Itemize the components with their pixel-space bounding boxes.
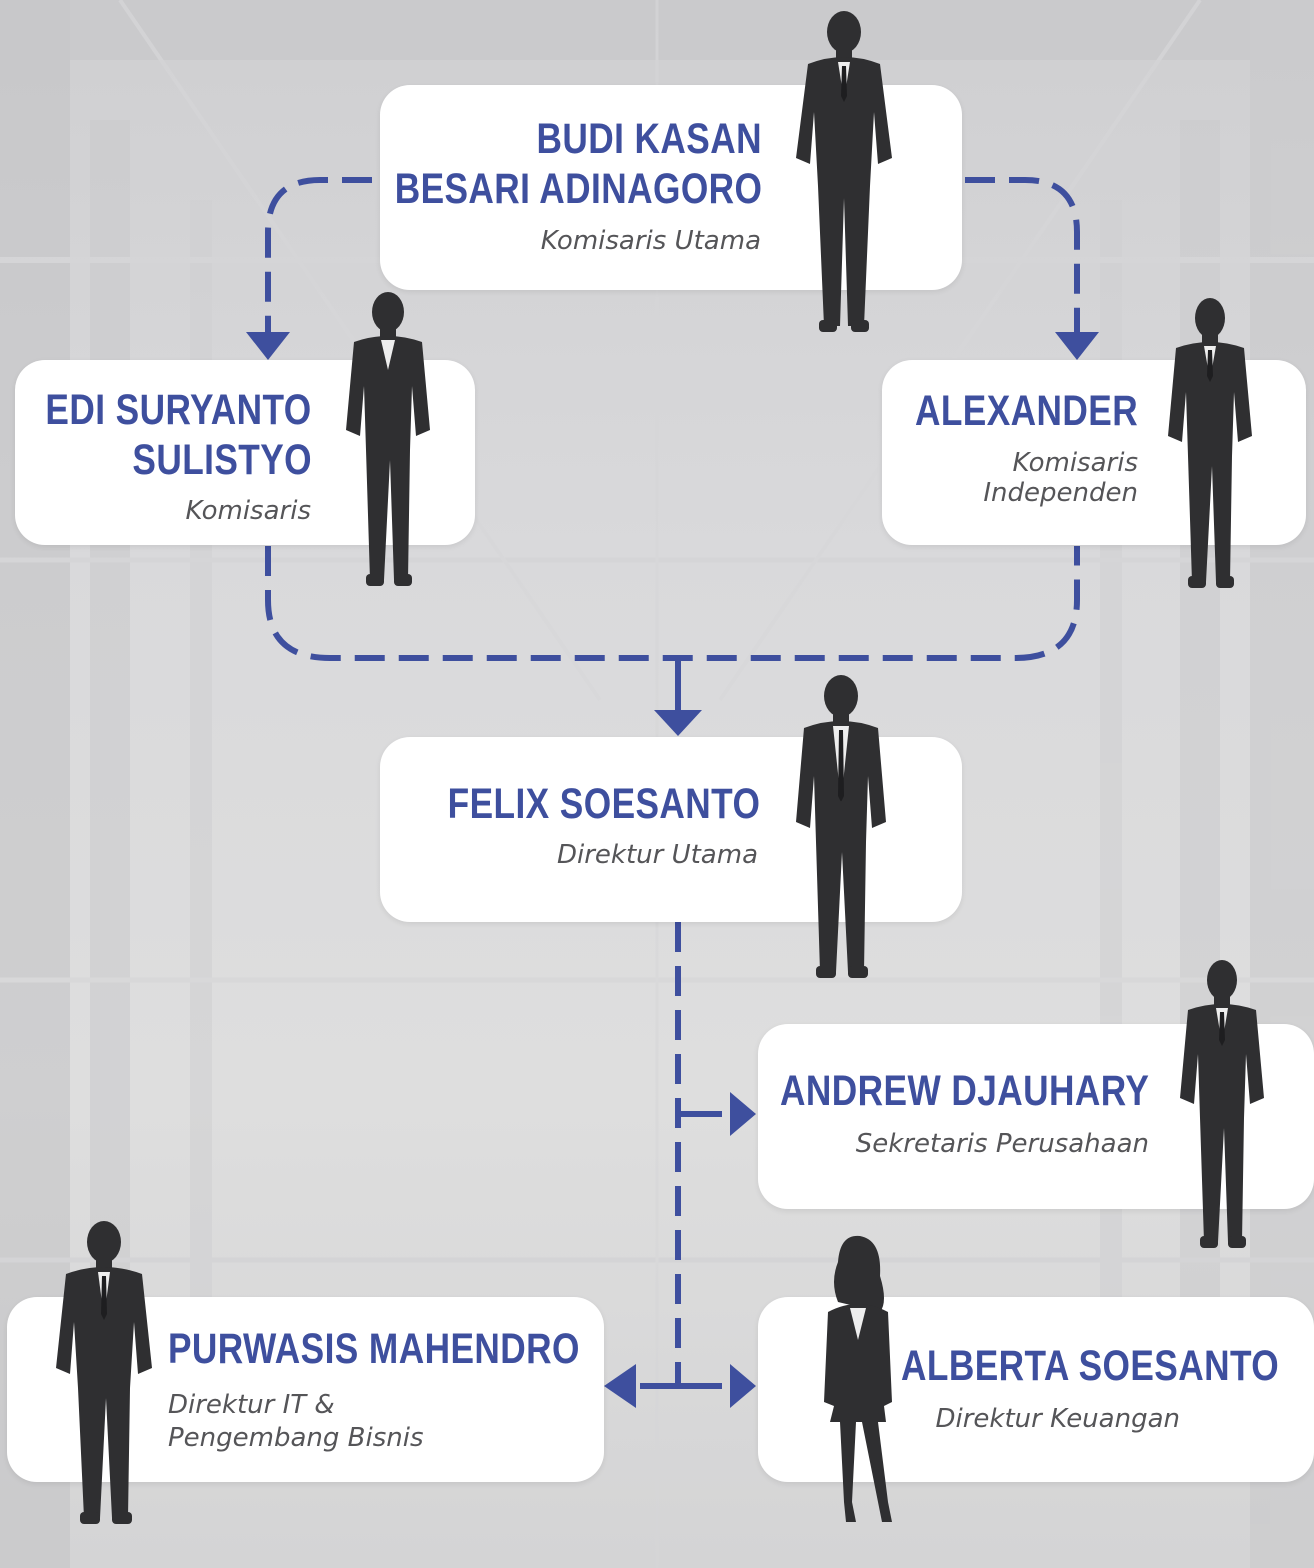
- person-name: SULISTYO: [132, 436, 312, 484]
- arrow-right-icon: [730, 1092, 756, 1136]
- businessman-silhouette-icon: [796, 11, 892, 332]
- person-name: BESARI ADINAGORO: [394, 165, 762, 213]
- person-role: Direktur Utama: [556, 840, 758, 870]
- person-name: FELIX SOESANTO: [447, 780, 760, 828]
- person-name: ANDREW DJAUHARY: [779, 1067, 1149, 1115]
- person-name: PURWASIS MAHENDRO: [168, 1325, 580, 1373]
- arrow-down-icon: [654, 710, 702, 736]
- arrow-down-icon: [246, 332, 290, 360]
- person-name: BUDI KASAN: [536, 115, 762, 163]
- person-role: Independen: [983, 478, 1138, 508]
- businesswoman-silhouette-icon: [824, 1235, 892, 1522]
- arrow-right-icon: [730, 1364, 756, 1408]
- connector-top-left: [265, 177, 372, 335]
- businessman-silhouette-icon: [796, 675, 886, 978]
- person-name: ALEXANDER: [914, 387, 1138, 435]
- person-role: Komisaris: [185, 496, 311, 526]
- person-name: EDI SURYANTO: [45, 386, 312, 434]
- arrow-left-icon: [604, 1364, 636, 1408]
- person-role: Komisaris: [1012, 448, 1138, 478]
- person-role: Pengembang Bisnis: [168, 1423, 424, 1453]
- connector-left-merge: [265, 546, 1080, 661]
- businessman-silhouette-icon: [1168, 298, 1252, 588]
- connector-top-right: [965, 177, 1080, 335]
- person-role: Sekretaris Perusahaan: [855, 1129, 1149, 1159]
- businessman-silhouette-icon: [1180, 960, 1264, 1248]
- businessman-silhouette-icon: [346, 292, 430, 586]
- person-role: Komisaris Utama: [540, 226, 761, 256]
- person-role: Direktur Keuangan: [935, 1404, 1180, 1434]
- person-name: ALBERTA SOESANTO: [900, 1342, 1279, 1390]
- businessman-silhouette-icon: [56, 1221, 152, 1524]
- person-role: Direktur IT &: [168, 1390, 335, 1420]
- arrow-down-icon: [1055, 332, 1099, 360]
